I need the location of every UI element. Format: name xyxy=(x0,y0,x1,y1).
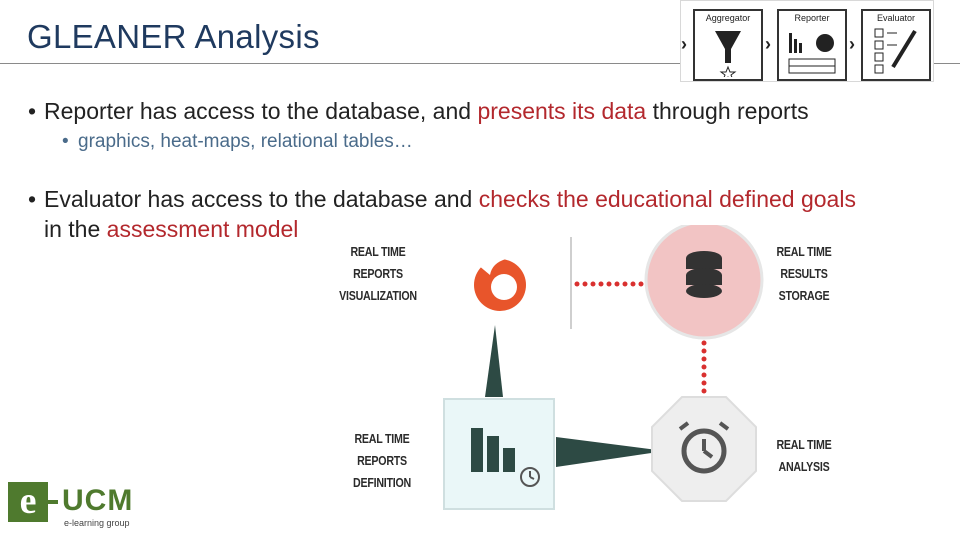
panel-label: Aggregator xyxy=(705,13,751,23)
sub-bullet-formats: • graphics, heat-maps, relational tables… xyxy=(62,131,413,153)
label-line: REPORTS xyxy=(353,266,403,281)
chevron-right-icon: › xyxy=(765,34,771,54)
bullet-evaluator-line2: in the assessment model xyxy=(44,216,298,243)
pipeline-thumbnail: › Aggregator › Reporter › Evaluator xyxy=(680,0,934,82)
highlight-text: presents its data xyxy=(477,98,647,124)
diagram-graphics xyxy=(443,225,764,510)
bullet-text: in the xyxy=(44,216,107,242)
dotted-link-vertical xyxy=(701,340,707,394)
label-line: RESULTS xyxy=(780,266,828,281)
funnel-icon xyxy=(715,31,741,77)
label-line: REAL TIME xyxy=(776,244,832,259)
checklist-pen-icon xyxy=(874,28,917,74)
highlight-text: checks the educational defined goals xyxy=(478,186,856,212)
label-line: REAL TIME xyxy=(776,437,832,452)
label-reports-definition: REAL TIME REPORTS DEFINITION xyxy=(341,428,423,494)
storage-node xyxy=(644,225,764,340)
architecture-diagram: REAL TIME REPORTS VISUALIZATION REAL TIM… xyxy=(320,225,860,525)
bullet-dot: • xyxy=(28,186,37,212)
label-analysis: REAL TIME ANALYSIS xyxy=(763,434,845,478)
bullet-text: Reporter has access to the database, and xyxy=(44,98,478,124)
label-reports-visualization: REAL TIME REPORTS VISUALIZATION xyxy=(337,241,419,307)
spike-up xyxy=(485,325,503,397)
panel-label: Evaluator xyxy=(876,13,916,23)
label-line: VISUALIZATION xyxy=(339,288,417,303)
label-line: REAL TIME xyxy=(350,244,406,259)
slide-title: GLEANER Analysis xyxy=(27,18,320,55)
dotted-link-horizontal xyxy=(574,281,644,287)
chevron-right-icon: › xyxy=(849,34,855,54)
analysis-node xyxy=(651,396,757,502)
report-chart-icon xyxy=(788,33,836,74)
firefox-icon xyxy=(474,257,526,311)
bullet-text: Evaluator has access to the database and xyxy=(44,186,479,212)
evaluator-panel: Evaluator xyxy=(861,9,931,81)
logo-letter: e xyxy=(8,482,48,522)
bullet-text: through reports xyxy=(646,98,809,124)
title-divider xyxy=(0,63,680,64)
label-line: ANALYSIS xyxy=(778,459,830,474)
logo-name: UCM xyxy=(62,484,134,517)
bullet-dot: • xyxy=(28,98,37,124)
label-line: REAL TIME xyxy=(354,431,410,446)
logo-dash xyxy=(46,500,58,504)
chevron-right-icon: › xyxy=(681,34,687,54)
title-divider-right xyxy=(930,63,960,64)
bullet-text: graphics, heat-maps, relational tables… xyxy=(78,131,413,152)
spike-right xyxy=(556,437,665,467)
logo-subtitle: e-learning group xyxy=(64,518,130,528)
label-line: REPORTS xyxy=(357,453,407,468)
label-results-storage: REAL TIME RESULTS STORAGE xyxy=(763,241,845,307)
label-line: DEFINITION xyxy=(353,475,411,490)
bullet-evaluator: • Evaluator has access to the database an… xyxy=(28,186,856,213)
panel-label: Reporter xyxy=(794,13,830,23)
definition-node xyxy=(443,398,555,510)
label-line: STORAGE xyxy=(778,288,830,303)
bullet-reporter: • Reporter has access to the database, an… xyxy=(28,98,809,125)
aggregator-panel: Aggregator xyxy=(693,9,763,81)
highlight-text: assessment model xyxy=(106,216,299,242)
reporter-panel: Reporter xyxy=(777,9,847,81)
bullet-dot: • xyxy=(62,131,69,152)
